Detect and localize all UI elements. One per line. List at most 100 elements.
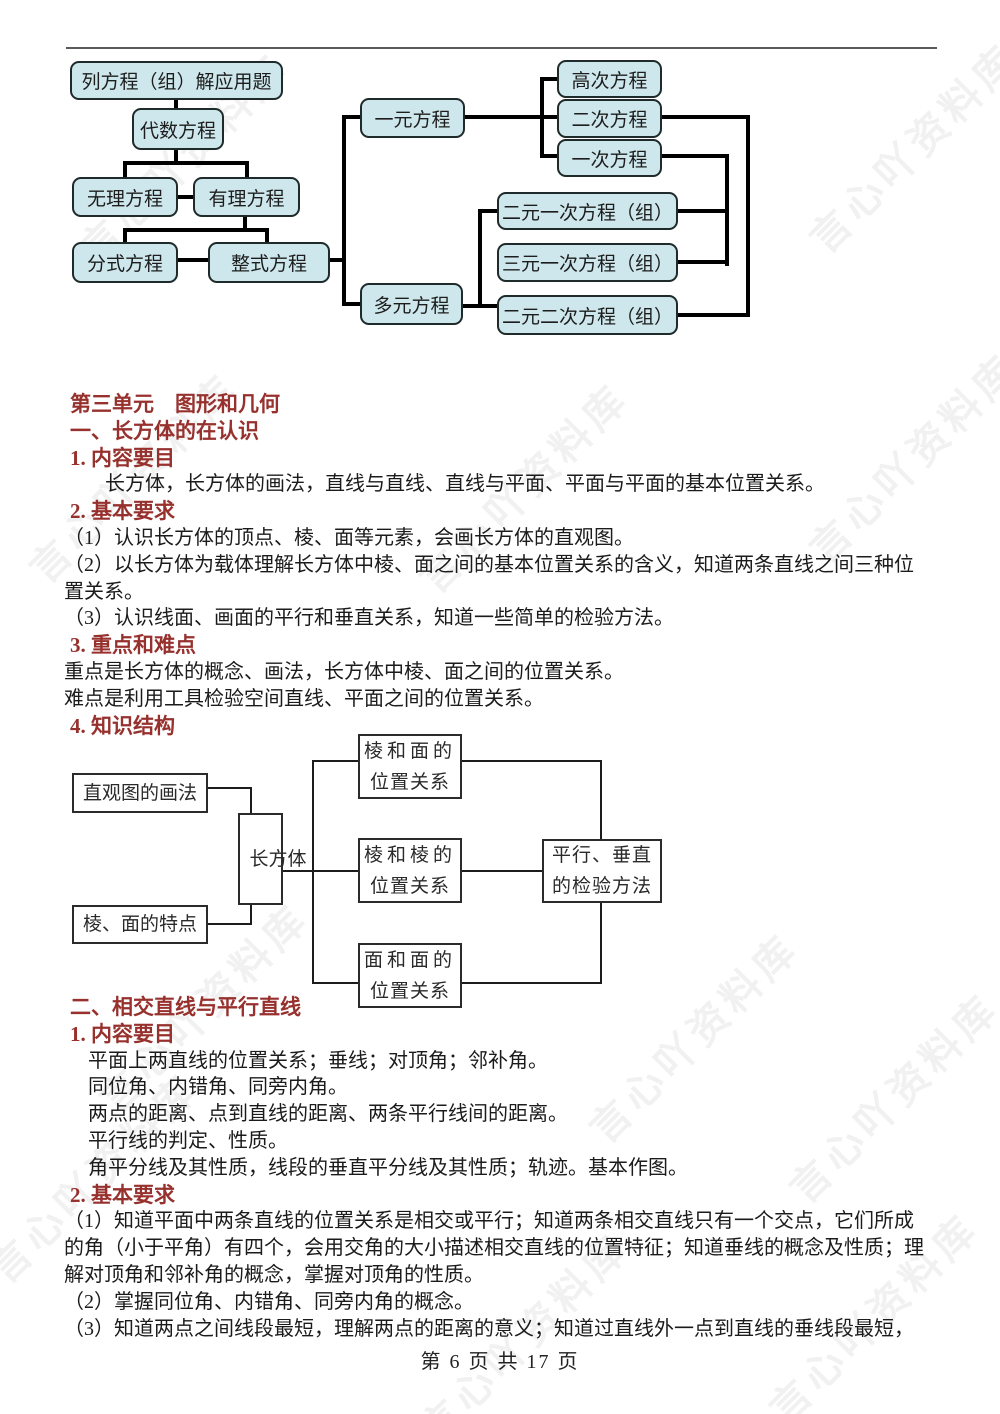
box-higher-degree-equation: 高次方程 [557,60,662,98]
box-label-line2: 位置关系 [369,875,450,897]
box-integral-equation: 整式方程 [208,242,330,283]
box-label-line2: 位置关系 [369,771,450,793]
connector-line [312,982,358,984]
body-line: 两点的距离、点到直线的距离、两条平行线间的距离。 [88,1103,568,1126]
connector-line [461,870,542,872]
body-line: 重点是长方体的概念、画法，长方体中棱、面之间的位置关系。 [64,660,624,683]
topic-heading: 一、长方体的在认识 [70,418,259,443]
connector-line [123,228,127,243]
box-rational-equation: 有理方程 [193,177,300,217]
body-line: 难点是利用工具检验空间直线、平面之间的位置关系。 [64,687,544,710]
box-label: 直观图的画法 [82,782,197,804]
connector-line [746,115,750,317]
connector-line [312,760,358,762]
body-line: （3）知道两点之间线段最短，理解两点的距离的意义；知道过直线外一点到直线的垂线段… [64,1317,914,1340]
box-multi-variable-equation: 多元方程 [360,283,463,325]
box-intuitive-drawing-method: 直观图的画法 [72,773,208,813]
body-line: 角平分线及其性质，线段的垂直平分线及其性质；轨迹。基本作图。 [88,1156,688,1179]
connector-line [312,760,314,984]
box-label-line2: 的检验方法 [551,876,652,897]
connector-line [282,870,358,872]
connector-line [265,228,269,243]
box-quadratic-equation: 二次方程 [557,99,662,138]
connector-line [123,228,269,232]
body-line: 长方体，长方体的画法，直线与直线、直线与平面、平面与平面的基本位置关系。 [105,473,825,496]
connector-line [677,209,727,213]
page-number: 第 6 页 共 17 页 [420,1351,580,1373]
subheading: 4. 知识结构 [70,713,175,738]
connector-line [342,115,346,306]
box-single-variable-equation: 一元方程 [360,98,465,138]
connector-line [123,161,127,178]
page-header-rule [66,47,937,49]
box-label-line2: 位置关系 [369,980,450,1002]
subheading: 1. 内容要目 [70,1021,175,1046]
box-three-var-linear-system: 三元一次方程（组） [497,243,678,282]
subheading: 2. 基本要求 [70,499,175,524]
box-label-line1: 棱和面的 [363,740,456,762]
connector-line [661,154,728,158]
body-line: 解对顶角和邻补角的概念，掌握对顶角的性质。 [64,1263,484,1286]
topic-heading: 二、相交直线与平行直线 [70,995,301,1019]
subheading: 1. 内容要目 [70,445,175,470]
box-label-line1: 面和面的 [363,949,456,971]
connector-line [540,77,558,81]
body-line: （3）认识线面、画面的平行和垂直关系，知道一些简单的检验方法。 [64,607,674,630]
connector-line [661,115,750,119]
box-fractional-equation: 分式方程 [72,242,178,283]
box-label: 棱、面的特点 [82,914,197,935]
connector-line [174,149,178,165]
body-line: （2）掌握同位角、内错角、同旁内角的概念。 [64,1290,474,1313]
body-line: 同位角、内错角、同旁内角。 [88,1076,348,1099]
connector-line [177,195,194,199]
box-irrational-equation: 无理方程 [72,177,178,217]
connector-line [208,787,252,789]
connector-line [540,154,558,158]
connector-line [123,161,249,165]
box-linear-equation: 一次方程 [557,139,662,177]
body-line: 置关系。 [64,580,144,603]
connector-line [464,115,558,119]
connector-line [540,77,544,158]
section-geometry-text: 第三单元 图形和几何 一、长方体的在认识 1. 内容要目 长方体，长方体的画法，… [62,391,914,739]
connector-line [461,760,602,762]
connector-line [342,115,361,119]
body-line: （1）知道平面中两条直线的位置关系是相交或平行；知道两条相交直线只有一个交点，它… [64,1210,914,1233]
connector-line [600,760,602,840]
body-line: （1）认识长方体的顶点、棱、面等元素，会画长方体的直观图。 [64,526,634,549]
connector-line [329,258,346,262]
connector-line [478,209,498,213]
subheading: 3. 重点和难点 [70,633,196,658]
box-solve-application-problems: 列方程（组）解应用题 [70,61,283,100]
watermark-text: 言心吖资料库 [801,35,1000,262]
box-algebraic-equation: 代数方程 [132,108,224,150]
body-line: （2）以长方体为载体理解长方体中棱、面之间的基本位置关系的含义，知道两条直线之间… [64,553,914,576]
connector-line [245,161,249,178]
connector-line [600,902,602,984]
box-face-face-relation: 面和面的 位置关系 [358,943,462,1008]
connector-line [725,154,729,266]
connector-line [677,260,727,264]
body-line: 平面上两直线的位置关系；垂线；对顶角；邻补角。 [88,1049,548,1072]
connector-line [250,787,252,814]
connector-line [174,99,178,109]
box-two-var-quadratic-system: 二元二次方程（组） [497,295,678,335]
body-line: 的角（小于平角）有四个，会用交角的大小描述相交直线的位置特征；知道垂线的概念及性… [64,1237,924,1260]
box-cuboid: 长方体 [238,813,307,905]
connector-line [342,302,361,306]
box-parallel-perpendicular-test: 平行、垂直 的检验方法 [542,839,662,903]
box-edge-edge-relation: 棱和棱的 位置关系 [358,838,462,903]
connector-line [177,258,209,262]
connector-line [243,216,247,232]
box-two-var-linear-system: 二元一次方程（组） [497,192,678,230]
box-label-line1: 棱和棱的 [363,844,456,866]
box-edge-face-features: 棱、面的特点 [72,905,208,944]
box-edge-face-relation: 棱和面的 位置关系 [358,734,462,799]
body-line: 平行线的判定、性质。 [88,1129,288,1152]
unit-heading: 第三单元 图形和几何 [70,392,280,416]
connector-line [677,313,748,317]
connector-line [478,209,482,308]
box-label-line1: 平行、垂直 [551,845,652,866]
section-lines-text: 二、相交直线与平行直线 1. 内容要目 平面上两直线的位置关系；垂线；对顶角；邻… [62,994,924,1342]
